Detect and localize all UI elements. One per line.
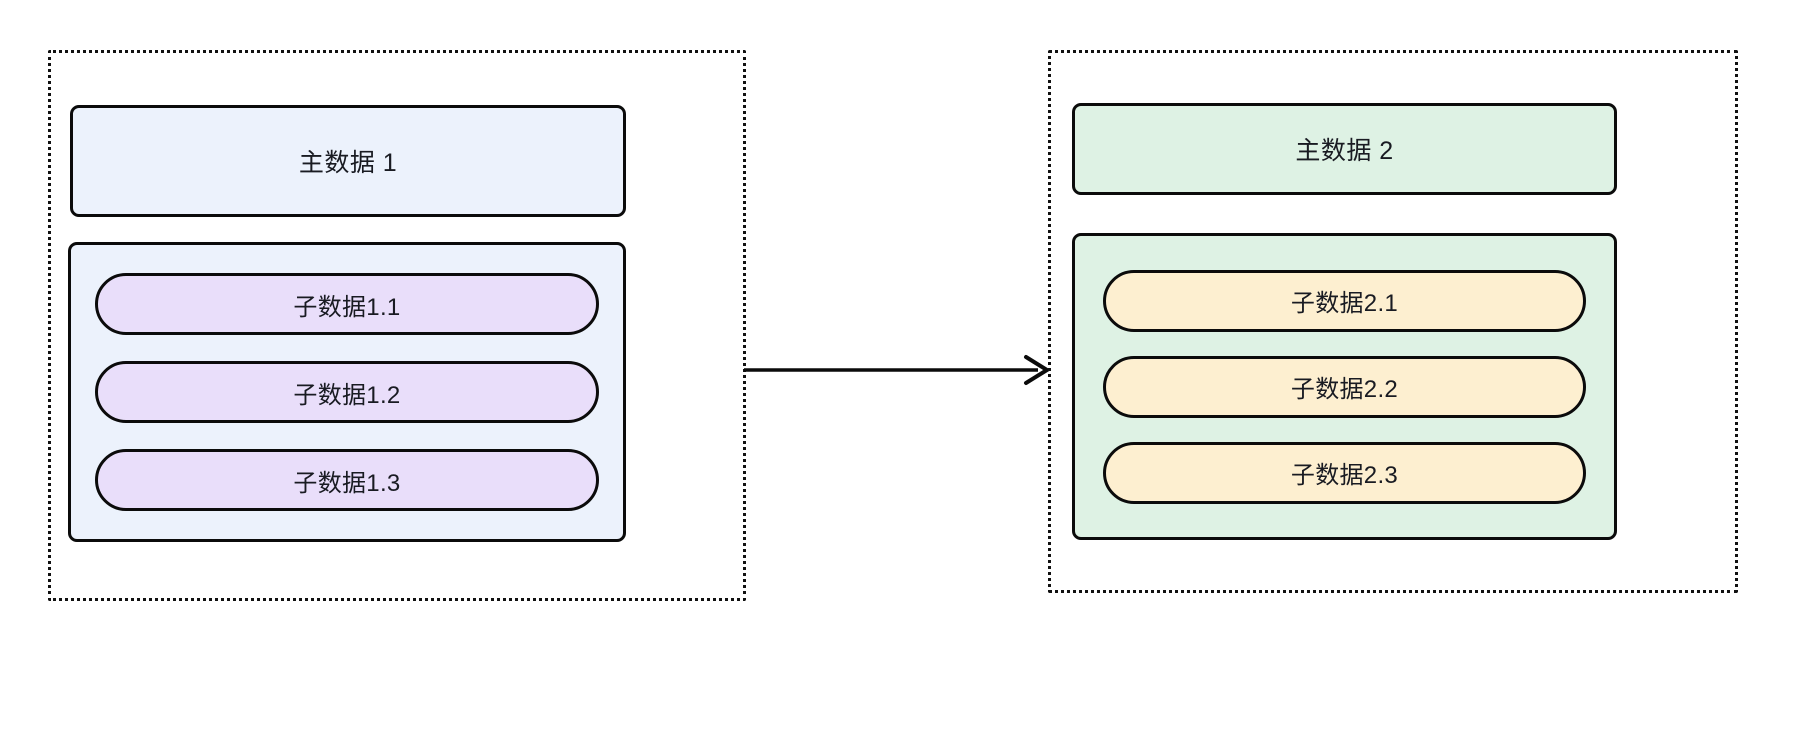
connector-left-to-right[interactable] [744, 348, 1054, 392]
node-sub-data-2-3[interactable]: 子数据2.3 [1103, 441, 1586, 504]
nested-container-2[interactable]: 子数据2.1 子数据2.2 子数据2.3 [1072, 233, 1617, 540]
node-sub-data-2-1-label: 子数据2.1 [1290, 290, 1399, 317]
node-sub-data-1-2-label: 子数据1.2 [293, 381, 401, 409]
node-sub-data-1-3-label: 子数据1.3 [293, 469, 401, 497]
node-sub-data-2-2[interactable]: 子数据2.2 [1103, 355, 1586, 418]
node-sub-data-2-2-label: 子数据2.2 [1290, 376, 1399, 403]
subgraph-group-left[interactable] [48, 50, 746, 601]
node-main-data-2[interactable]: 主数据 2 [1072, 103, 1617, 195]
node-sub-data-2-3-label: 子数据2.3 [1290, 462, 1399, 489]
arrow-right-icon [744, 355, 1051, 385]
node-sub-data-1-1[interactable]: 子数据1.1 [95, 273, 599, 335]
nested-container-1[interactable]: 子数据1.1 子数据1.2 子数据1.3 [68, 242, 626, 542]
node-sub-data-1-1-label: 子数据1.1 [293, 293, 401, 321]
node-main-data-2-label: 主数据 2 [1295, 137, 1394, 165]
node-sub-data-2-1[interactable]: 子数据2.1 [1103, 269, 1586, 332]
node-main-data-1[interactable]: 主数据 1 [70, 105, 626, 217]
node-sub-data-1-2[interactable]: 子数据1.2 [95, 361, 599, 423]
node-sub-data-1-3[interactable]: 子数据1.3 [95, 449, 599, 511]
node-main-data-1-label: 主数据 1 [298, 149, 398, 177]
subgraph-group-right[interactable] [1048, 50, 1738, 593]
